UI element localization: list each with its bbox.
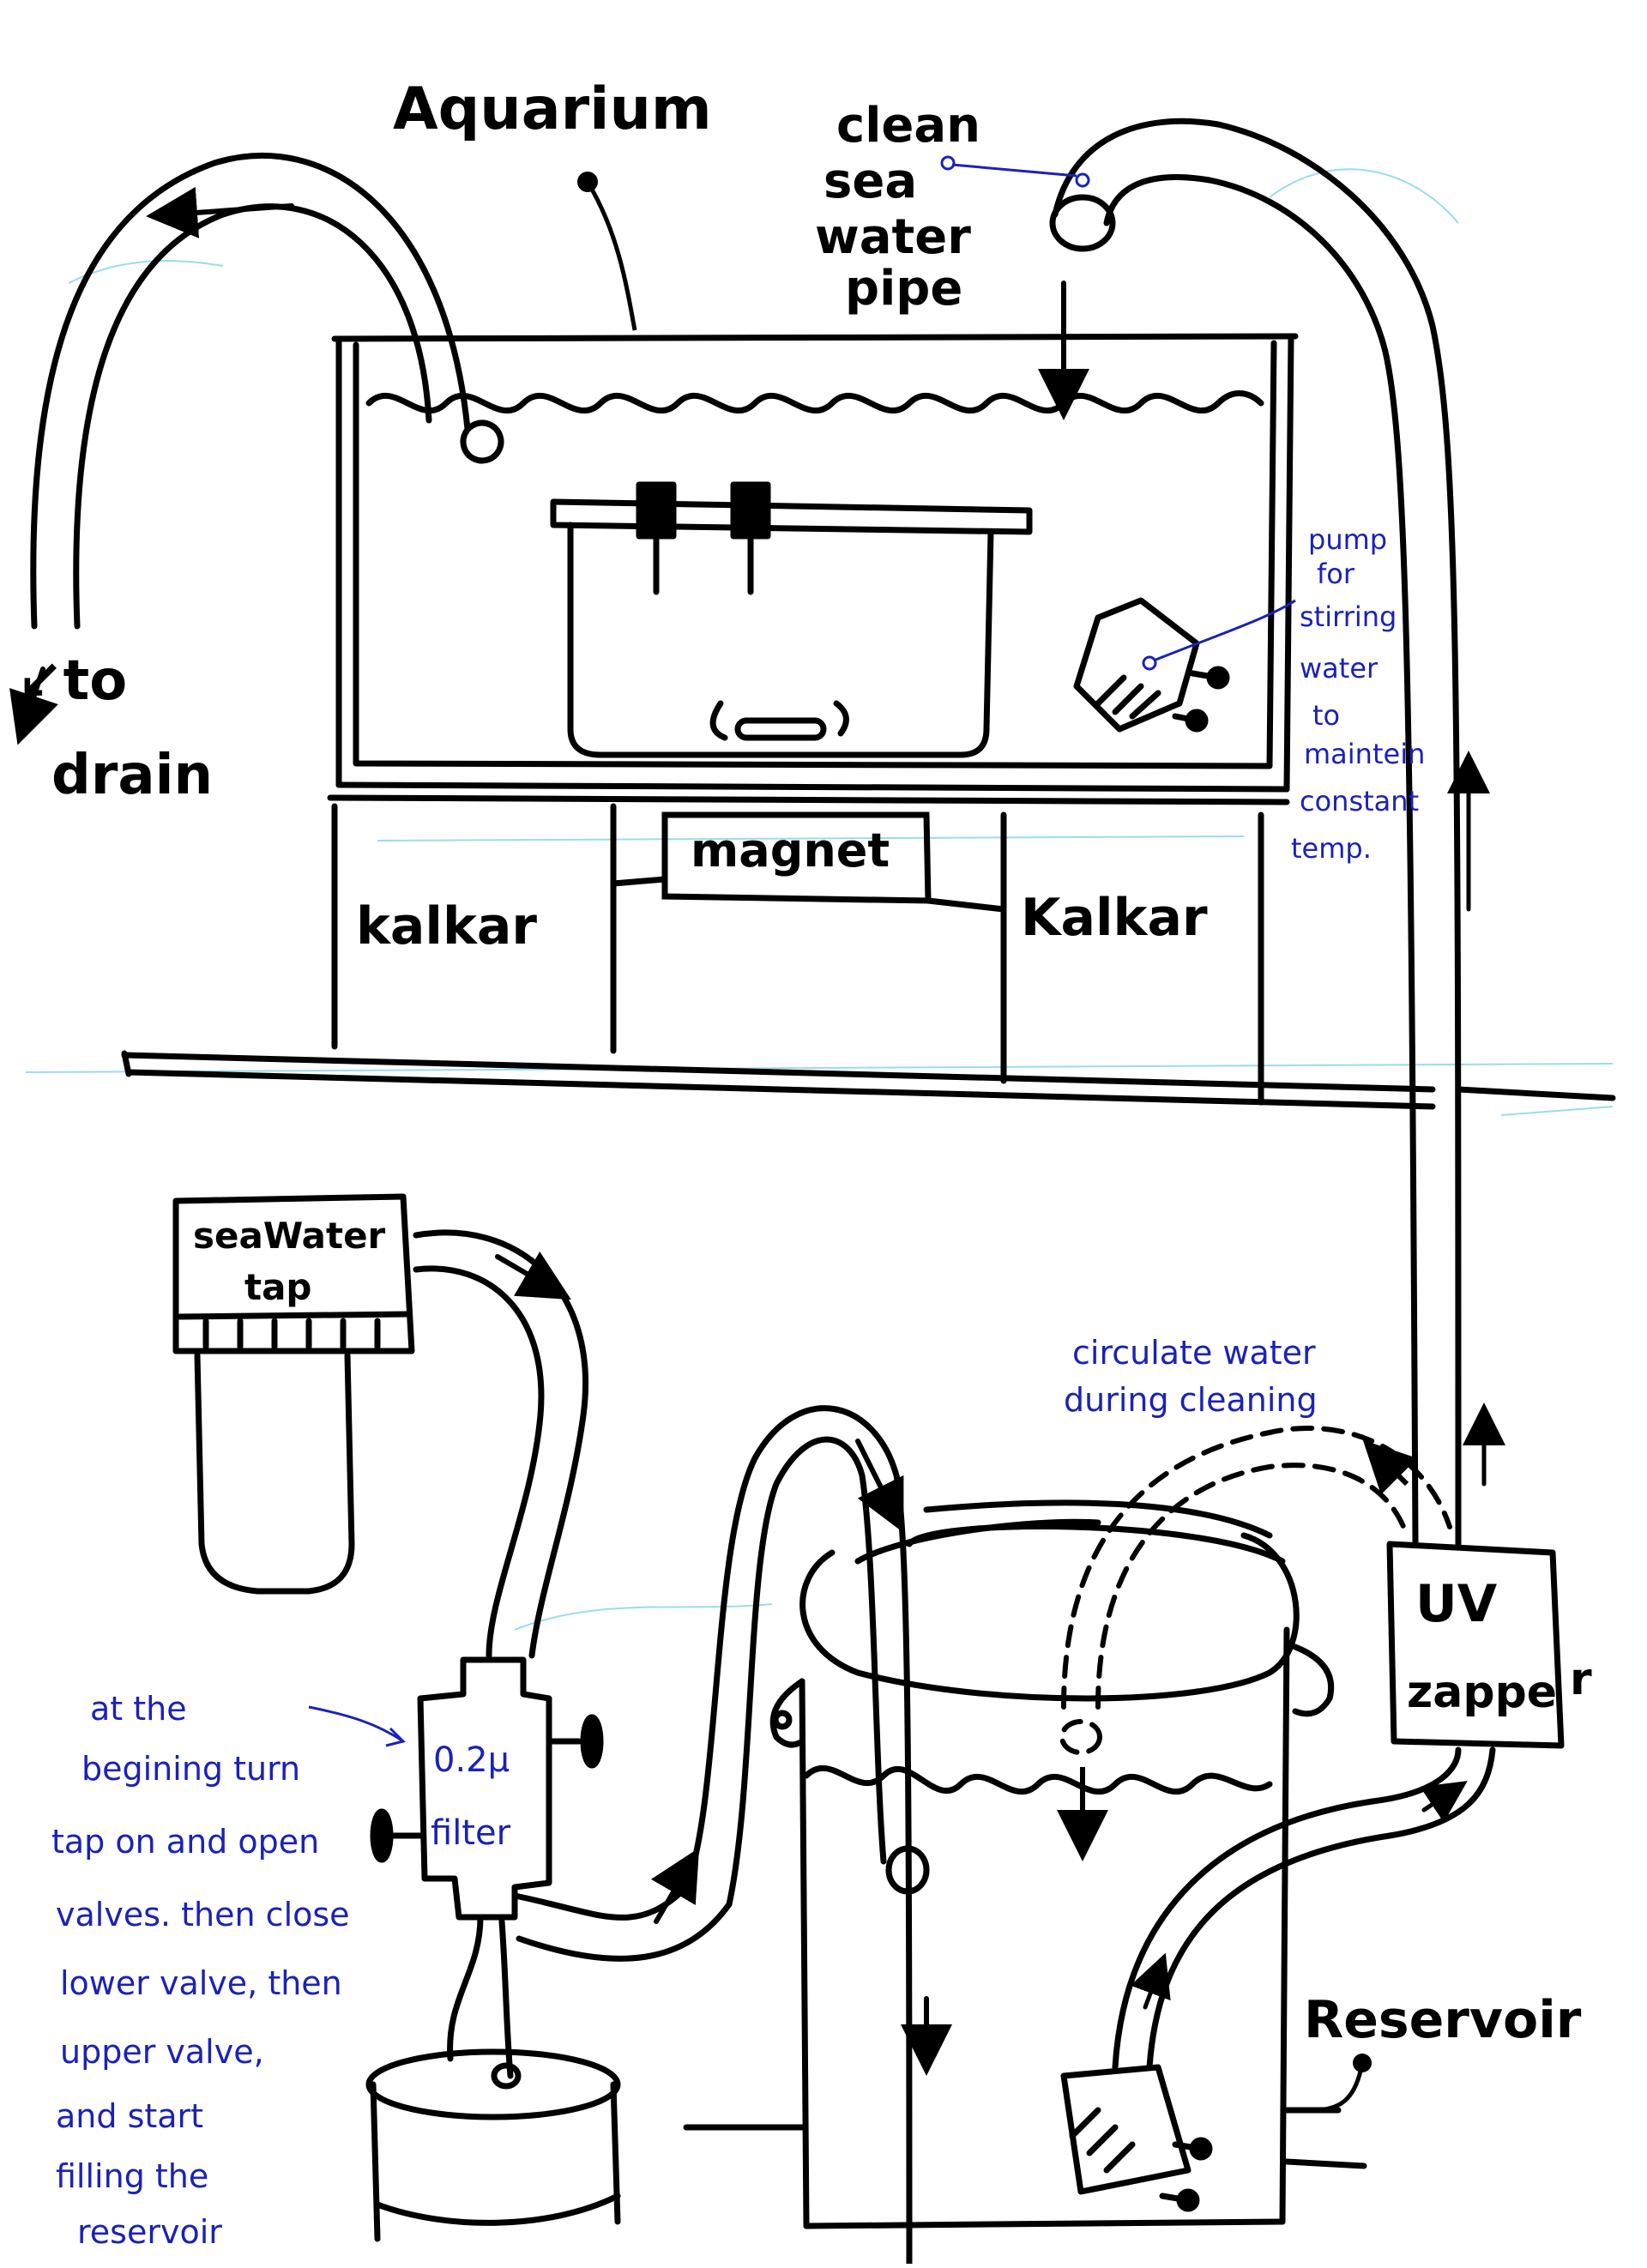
label-instructions-line6: upper valve, [60,2033,264,2071]
drain-pipe [9,153,504,745]
label-stir-pump-line5: to [1312,699,1340,732]
label-uv-line2: zappe [1407,1667,1557,1718]
label-clean-line2: sea [824,154,917,209]
label-stir-pump-line1: pump [1308,523,1387,556]
clean-pipe-pointer [940,155,1090,188]
label-stir-pump-line2: for [1317,558,1355,590]
aquarium-tank [331,333,1299,793]
seawater-tap [172,1193,415,1595]
label-drain-line1: ↙to [17,649,127,713]
label-uv-line3: r [1570,1654,1592,1705]
reservoir-pump [1060,1746,1496,2212]
label-circulate-line1: circulate water [1072,1334,1316,1372]
label-filter-line2: filter [431,1813,511,1853]
stir-bar [734,717,827,741]
reservoir-pointer [1312,2054,1372,2113]
label-filter-line1: 0.2μ [433,1740,510,1780]
label-kalkar-right: Kalkar [1021,888,1208,948]
filter-to-reservoir-pipe [511,1405,930,2268]
uv-zapper [1386,1541,1565,1749]
label-instructions-line3: tap on and open [51,1823,319,1861]
labels: Aquarium clean sea water pipe ↙to drain … [17,75,1592,2251]
filter-housing [370,1656,604,2090]
waste-bucket [365,2048,621,2242]
label-stir-pump-line7: constant [1300,785,1419,817]
label-stir-pump-line4: water [1300,652,1379,685]
label-stir-pump-line8: temp. [1291,832,1372,865]
label-instructions-line9: reservoir [77,2213,222,2251]
label-instructions-line5: lower valve, then [60,1964,342,2002]
label-kalkar-left: kalkar [356,896,537,956]
label-clean-line4: pipe [845,261,962,317]
inner-pot [550,481,1033,758]
label-instructions-line1: at the [90,1690,187,1728]
stir-pump-pointer [1142,599,1296,671]
label-tap-line1: seaWater [193,1215,386,1257]
cabinet-stand [121,794,1616,1110]
stir-pump [1073,597,1230,733]
label-magnet: magnet [691,823,890,878]
circulation-arrows [1057,1439,1418,1861]
label-instructions-line4: valves. then close [56,1896,350,1933]
label-clean-line3: water [815,209,971,265]
instructions-pointer [308,1705,406,1747]
label-drain-line2: drain [51,744,213,807]
label-aquarium: Aquarium [393,75,712,143]
label-tap-line2: tap [244,1266,311,1308]
label-instructions-line8: filling the [56,2157,208,2195]
label-instructions-line2: begining turn [81,1750,300,1788]
label-instructions-line7: and start [56,2097,203,2135]
label-stir-pump-line3: stirring [1300,600,1397,633]
guide-lines [25,168,1614,1631]
label-circulate-line2: during cleaning [1064,1381,1318,1419]
label-reservoir: Reservoir [1304,1990,1582,2050]
tap-to-filter-pipe [413,1229,589,1659]
clean-seawater-pipe [1038,118,1505,1547]
aquarium-water-surface [365,389,1264,414]
reservoir [683,1499,1367,2229]
label-uv-line1: UV [1415,1574,1498,1634]
label-clean-line1: clean [836,98,980,154]
reservoir-water-surface [803,1764,1273,1795]
label-stir-pump-line6: maintein [1304,738,1425,770]
aquarium-pointer [577,172,637,331]
